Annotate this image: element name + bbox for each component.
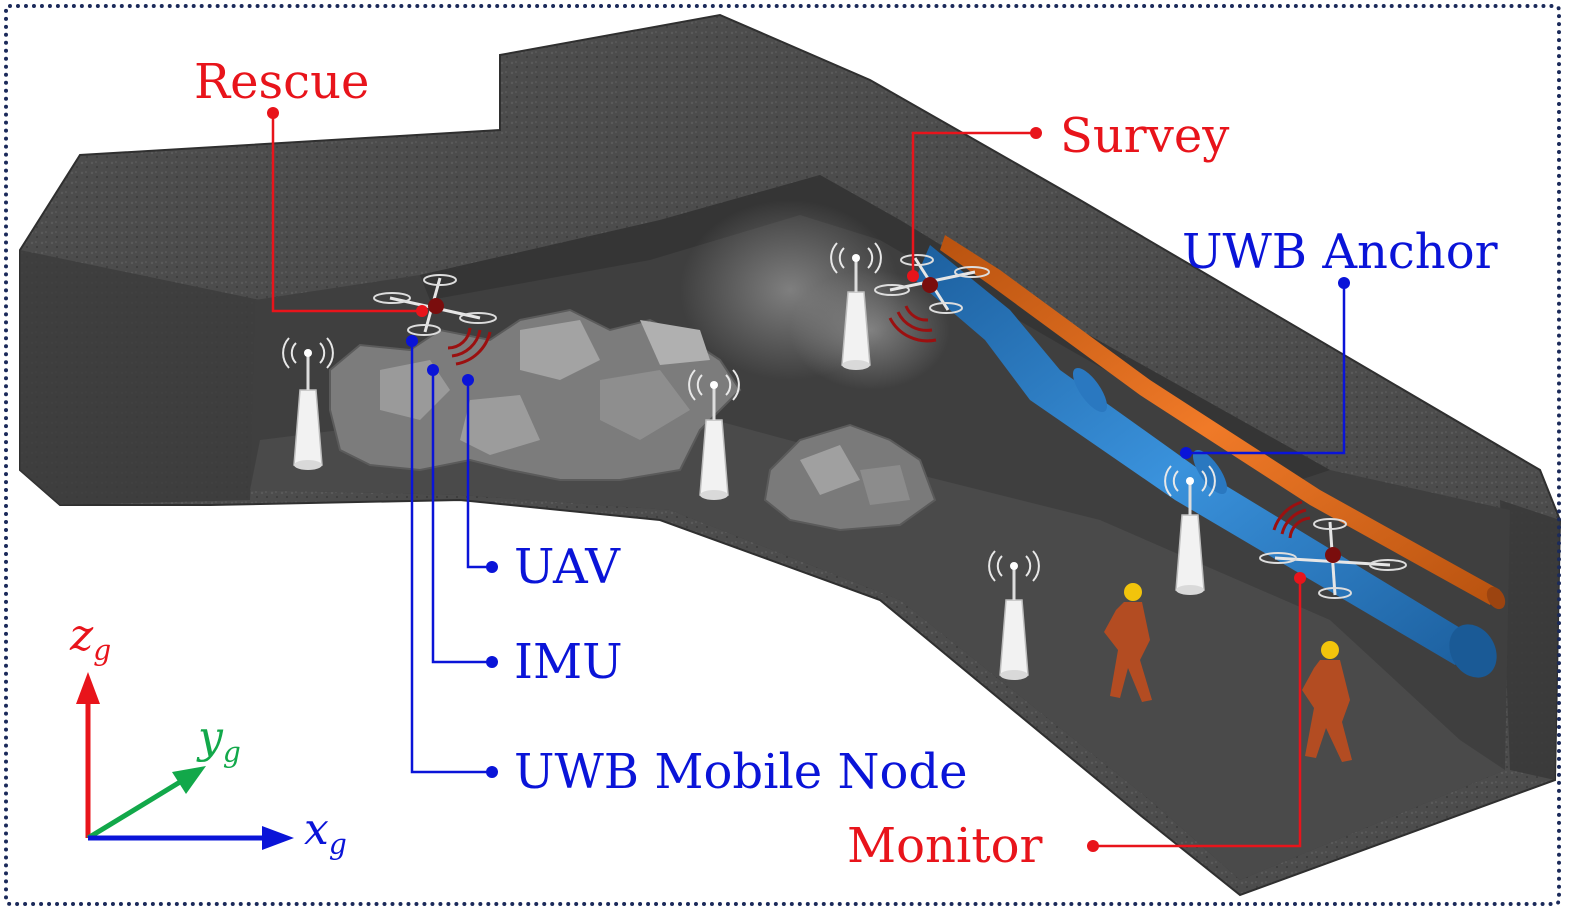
uav-survey [874,254,990,343]
label-uwb-mobile-node: UWB Mobile Node [514,744,968,800]
uav-rescue [373,274,497,366]
axis-label-y: yg [198,712,241,769]
label-imu: IMU [514,634,623,690]
uwb-anchor-5 [988,550,1040,680]
worker-2 [1302,641,1352,762]
label-uwb-anchor: UWB Anchor [1182,224,1498,280]
orange-pipe [940,235,1506,610]
coordinate-axes [76,672,294,850]
callout-imu [427,364,498,668]
axis-label-z: zg [70,610,112,667]
uwb-anchor-1 [282,337,334,470]
rubble-pile-small [763,423,937,532]
callout-uav [462,374,498,573]
label-monitor: Monitor [847,818,1043,874]
callout-uwb-mobile-node [406,335,498,778]
callout-survey [907,127,1042,282]
label-uav: UAV [514,539,620,595]
callout-rescue [267,107,428,317]
uwb-anchor-4 [1164,465,1216,595]
label-survey: Survey [1060,108,1230,164]
uav-monitor [1259,500,1407,599]
worker-1 [1104,583,1152,702]
axis-label-x: xg [304,804,347,861]
uwb-anchor-2 [688,369,740,500]
callout-monitor [1087,572,1306,852]
callout-uwb-anchor [1180,277,1350,459]
label-rescue: Rescue [194,54,370,110]
uwb-anchor-3 [830,242,882,370]
